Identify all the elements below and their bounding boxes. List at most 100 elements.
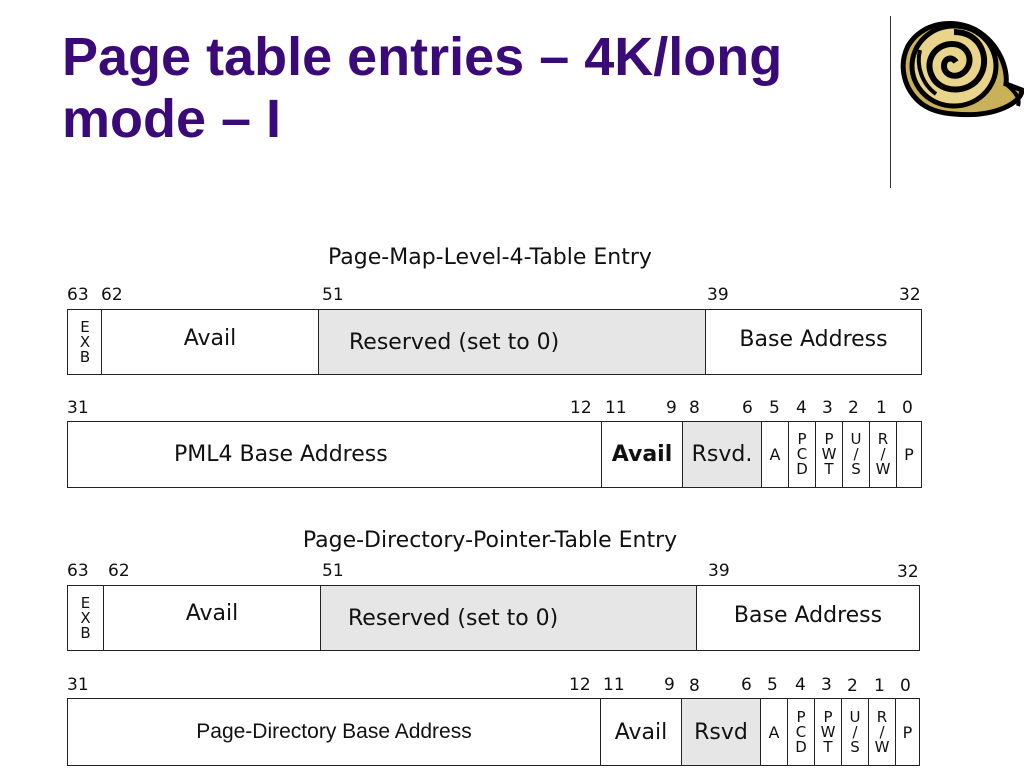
- field-letter: C: [796, 445, 808, 463]
- accessed-field: A: [769, 445, 781, 464]
- field-letter: T: [823, 737, 833, 756]
- bit-label: 8: [689, 398, 700, 418]
- field-letter: /: [880, 445, 886, 463]
- avail-field: Avail: [611, 442, 673, 467]
- bit-label: 6: [742, 398, 753, 418]
- pml4-base-address-field: PML4 Base Address: [174, 442, 388, 467]
- bit-label: 51: [322, 285, 344, 305]
- field-letter: E: [80, 593, 91, 612]
- avail-field: Avail: [183, 325, 237, 351]
- field-letter: P: [824, 430, 834, 448]
- base-address-field: Base Address: [739, 326, 888, 352]
- title-divider: [890, 16, 891, 188]
- bit-label: 32: [897, 562, 919, 582]
- field-divider: [696, 586, 697, 650]
- user-supervisor-field: U / S: [842, 699, 868, 765]
- present-field: P: [902, 722, 913, 742]
- field-divider: [814, 699, 815, 765]
- accessed-field: A: [768, 722, 780, 742]
- bit-label: 2: [847, 676, 858, 696]
- bit-label: 63: [67, 285, 89, 305]
- pcd-field: P C D: [788, 699, 814, 765]
- field-letter: D: [796, 460, 808, 478]
- bit-label: 12: [569, 675, 591, 695]
- bit-label: 6: [741, 675, 752, 695]
- bit-label: 31: [67, 398, 89, 418]
- field-letter: P: [796, 707, 806, 726]
- exb-field: E X B: [68, 586, 103, 650]
- field-divider: [705, 310, 706, 374]
- field-letter: B: [80, 623, 91, 642]
- reserved-field: Reserved (set to 0): [321, 586, 696, 650]
- field-letter: S: [850, 737, 860, 756]
- field-divider: [815, 422, 816, 487]
- user-supervisor-field: U / S: [843, 422, 869, 487]
- pdpt-entry-title: Page-Directory-Pointer-Table Entry: [302, 528, 678, 553]
- pml4-high-dword: [67, 309, 922, 375]
- field-letter: T: [824, 460, 834, 478]
- field-letter: W: [874, 737, 890, 756]
- field-divider: [682, 422, 683, 487]
- field-letter: S: [851, 460, 861, 478]
- rsvd-field: Rsvd: [682, 699, 760, 765]
- field-divider: [787, 699, 788, 765]
- pml4-low-dword: [67, 421, 922, 488]
- read-write-field: R / W: [870, 422, 896, 487]
- bit-label: 11: [605, 398, 627, 418]
- pml4-entry-title: Page-Map-Level-4-Table Entry: [328, 245, 652, 270]
- field-letter: U: [850, 430, 862, 448]
- field-letter: R: [876, 707, 888, 726]
- field-letter: D: [795, 737, 807, 756]
- field-divider: [601, 422, 602, 487]
- page-directory-base-address-field: Page-Directory Base Address: [196, 720, 472, 743]
- bit-label: 3: [821, 675, 832, 695]
- pwt-field: P W T: [816, 422, 842, 487]
- pwt-field: P W T: [815, 699, 841, 765]
- bit-label: 63: [67, 561, 89, 581]
- field-letter: R: [877, 430, 889, 448]
- pdpt-high-dword: [67, 585, 920, 651]
- field-divider: [841, 699, 842, 765]
- field-letter: U: [849, 707, 861, 726]
- bit-label: 8: [689, 676, 700, 696]
- pdpt-low-dword: [67, 698, 920, 766]
- field-divider: [761, 422, 762, 487]
- field-letter: W: [820, 722, 836, 741]
- field-letter: B: [79, 347, 91, 366]
- field-letter: /: [853, 445, 859, 463]
- bit-label: 32: [899, 285, 921, 305]
- field-divider: [103, 586, 104, 650]
- field-divider: [868, 699, 869, 765]
- bit-label: 0: [900, 676, 911, 696]
- present-field: P: [904, 445, 914, 464]
- field-letter: X: [79, 332, 91, 351]
- slide-title: Page table entries – 4K/long mode – I: [62, 27, 783, 149]
- field-divider: [895, 699, 896, 765]
- bit-label: 0: [902, 398, 913, 418]
- field-letter: E: [80, 317, 90, 336]
- bit-label: 11: [603, 675, 625, 695]
- field-letter: X: [80, 608, 91, 627]
- field-divider: [681, 699, 682, 765]
- bit-label: 5: [767, 675, 778, 695]
- base-address-field: Base Address: [733, 602, 883, 628]
- read-write-field: R / W: [869, 699, 895, 765]
- bit-label: 51: [322, 561, 344, 581]
- pcd-field: P C D: [789, 422, 815, 487]
- bit-label: 31: [67, 675, 89, 695]
- field-letter: C: [795, 722, 807, 741]
- field-letter: /: [879, 722, 885, 741]
- bit-label: 4: [795, 675, 806, 695]
- rsvd-field: Rsvd.: [683, 422, 761, 487]
- avail-field: Avail: [185, 600, 239, 626]
- field-letter: W: [821, 445, 837, 463]
- bit-label: 9: [664, 675, 675, 695]
- field-divider: [869, 422, 870, 487]
- bit-label: 62: [108, 561, 130, 581]
- field-divider: [320, 586, 321, 650]
- bit-label: 62: [101, 285, 123, 305]
- bit-label: 39: [707, 285, 729, 305]
- scroll-logo-icon: [900, 21, 1024, 118]
- avail-field: Avail: [614, 719, 668, 745]
- bit-label: 1: [874, 676, 885, 696]
